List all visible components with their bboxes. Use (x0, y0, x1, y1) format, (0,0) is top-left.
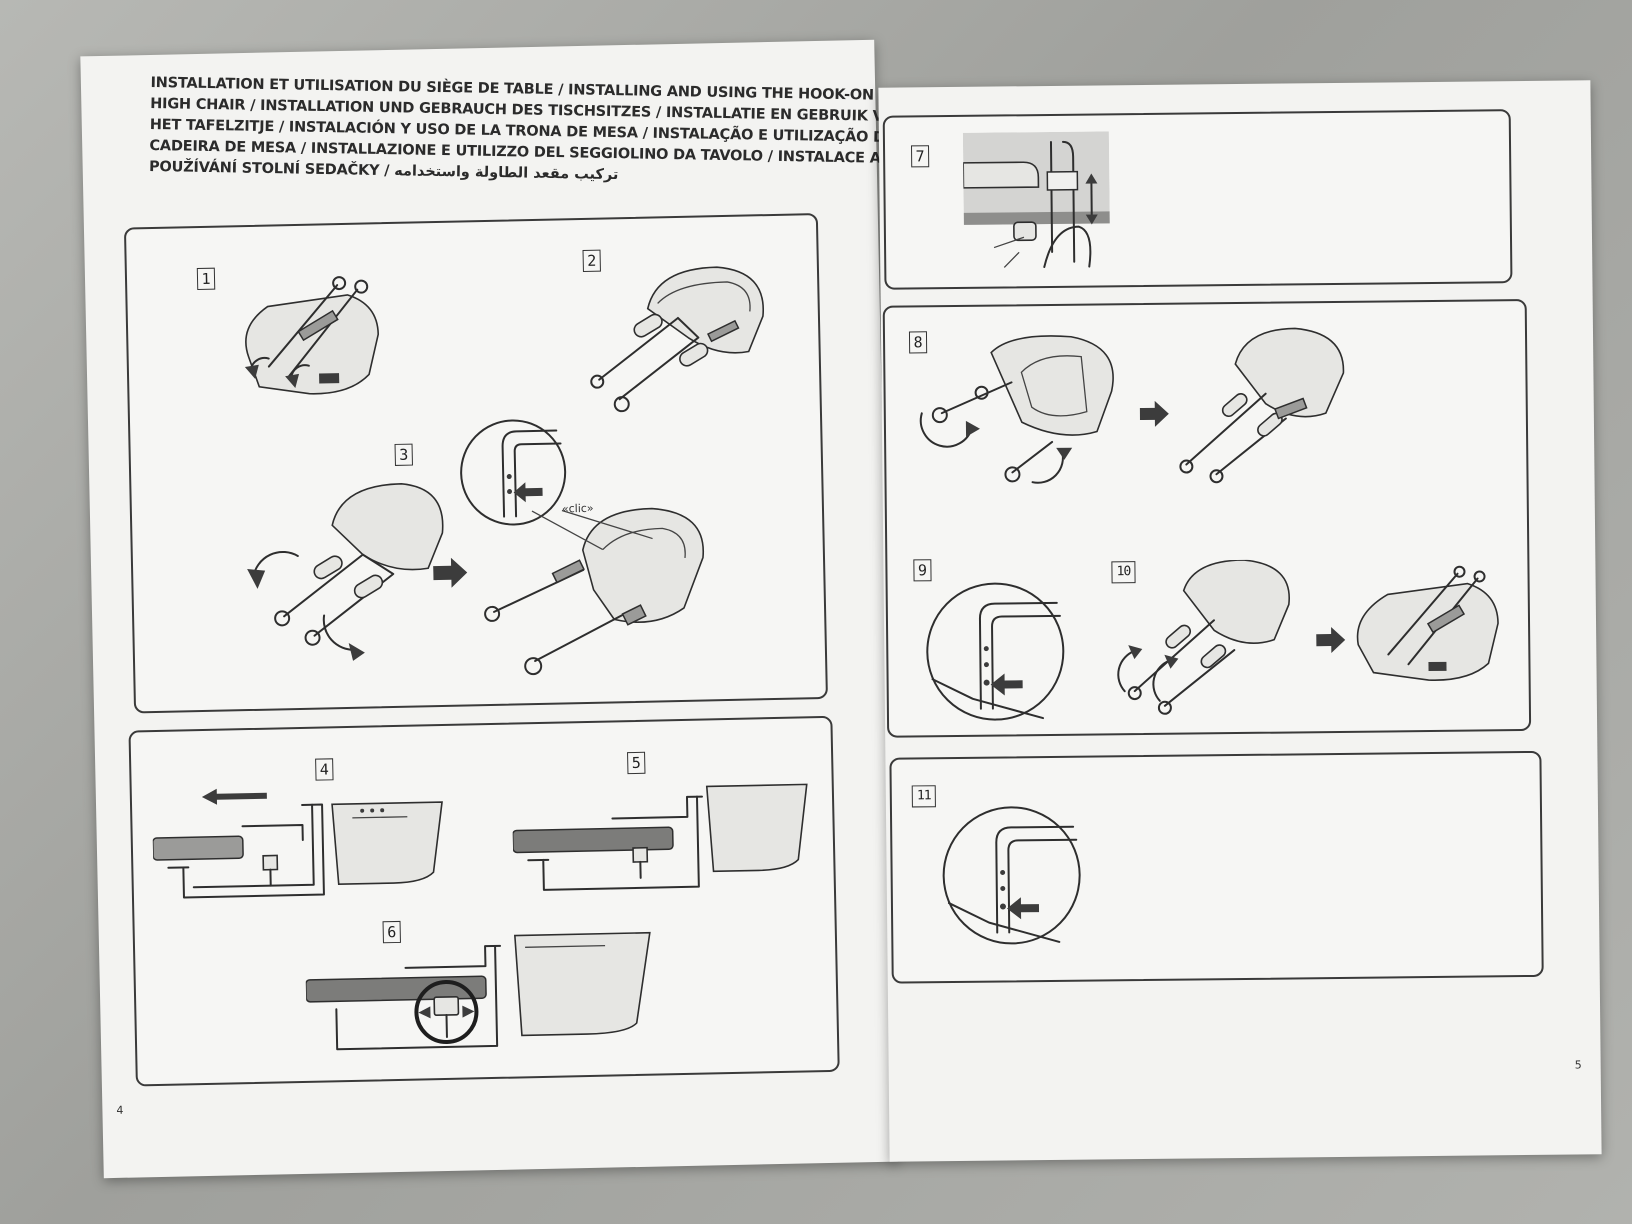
step-4-slide-onto-table-illustration (152, 788, 443, 899)
step-2-unfolded-chair-illustration (590, 266, 764, 413)
step-3-assembled-chair-illustration (484, 507, 704, 676)
step-3-rotate-arms-illustration (247, 483, 444, 661)
manual-page-left: INSTALLATION ET UTILISATION DU SIÈGE DE … (80, 39, 906, 1179)
step-5-chair-on-table-illustration (511, 783, 808, 891)
page-number-left: 4 (116, 1103, 124, 1117)
arrow-right-icon (1139, 400, 1169, 427)
panel-steps-4-6: 4 5 6 (128, 715, 840, 1087)
manual-page-right: 7 8 9 10 (878, 80, 1602, 1162)
arrow-right-icon (1316, 627, 1346, 654)
step-number-11: 11 (911, 785, 936, 808)
step-8-fold-arms-illustration (919, 335, 1114, 484)
panel-steps-8-10: 8 9 10 (882, 298, 1532, 738)
step-10-folded-result-illustration (1356, 565, 1499, 681)
step-3-click-detail-illustration (460, 419, 567, 526)
panel-step-11: 11 (889, 750, 1544, 984)
step-number-4: 4 (315, 758, 334, 781)
step-10-fold-illustration (1117, 559, 1290, 715)
step-number-1: 1 (196, 267, 216, 291)
step-6-tighten-knob-illustration (305, 931, 651, 1051)
step-11-lock-detail-illustration (942, 806, 1081, 945)
step-1-folded-chair-illustration (244, 276, 380, 395)
arrow-right-icon (433, 557, 468, 588)
step-number-3: 3 (394, 443, 413, 466)
step-number-5: 5 (627, 751, 646, 775)
step-number-9: 9 (913, 559, 932, 582)
panel-steps-1-3: 1 2 3 (123, 213, 828, 714)
step-9-release-detail-illustration (926, 582, 1065, 721)
step-8-folded-result-illustration (1179, 327, 1345, 484)
step-number-7: 7 (911, 145, 930, 168)
step-7-adjust-height-illustration (962, 131, 1110, 269)
page-number-right: 5 (1574, 1058, 1582, 1072)
instruction-title: INSTALLATION ET UTILISATION DU SIÈGE DE … (149, 73, 906, 190)
panel-step-7: 7 (882, 109, 1513, 290)
